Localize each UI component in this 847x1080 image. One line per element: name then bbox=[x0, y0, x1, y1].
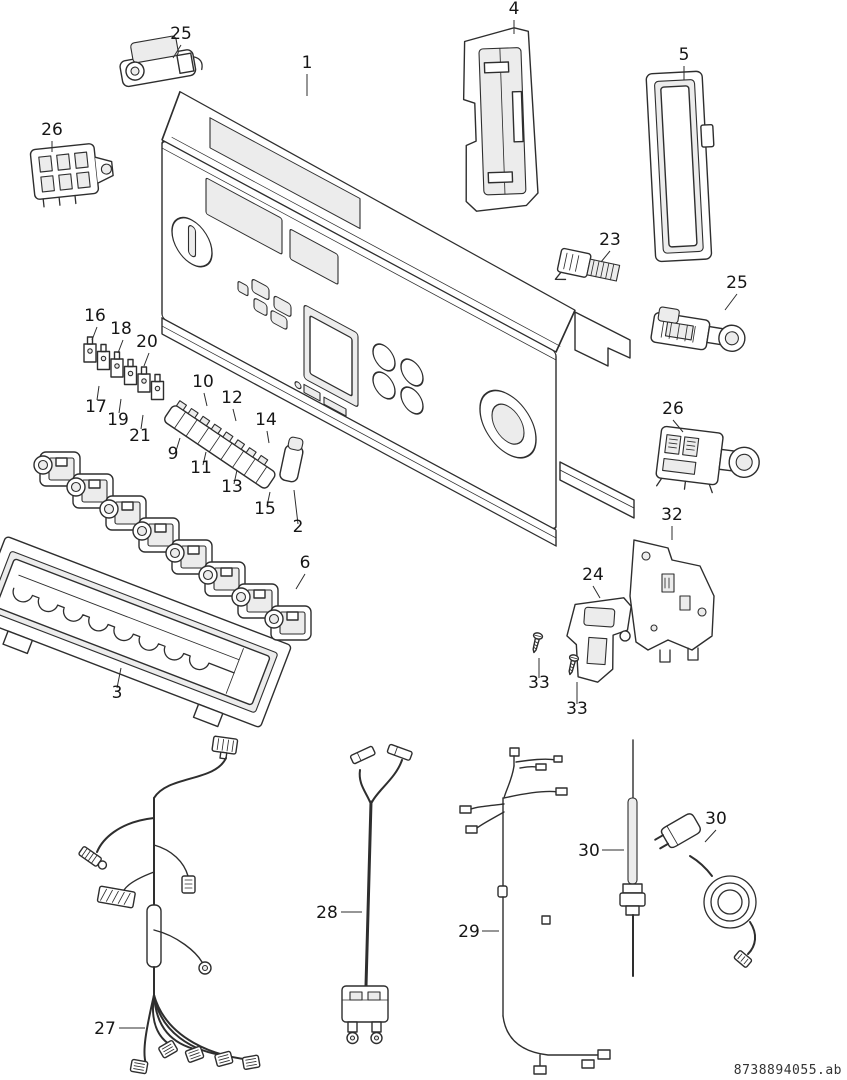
part-1-control-panel bbox=[161, 90, 635, 547]
callout-6: 6 bbox=[300, 553, 311, 573]
callout-5: 5 bbox=[679, 45, 690, 65]
part-25-clip-right bbox=[650, 306, 746, 352]
part-26-connector-left bbox=[29, 143, 114, 208]
part-connector-strip bbox=[164, 400, 276, 489]
callout-32: 32 bbox=[661, 505, 683, 525]
callout-1: 1 bbox=[302, 53, 313, 73]
callout-16: 16 bbox=[84, 306, 106, 326]
callout-26-left: 26 bbox=[41, 120, 63, 140]
part-30-temperature-sensor bbox=[619, 739, 646, 977]
callout-18: 18 bbox=[110, 319, 132, 339]
leader-lines bbox=[51, 20, 738, 1029]
callout-30-sensor: 30 bbox=[578, 841, 600, 861]
callout-20: 20 bbox=[136, 332, 158, 352]
part-25-clip-top-left bbox=[119, 35, 203, 88]
part-30-power-cord bbox=[654, 813, 757, 968]
part-4-mounting-bracket bbox=[462, 27, 539, 212]
chassis-rail-lower bbox=[559, 461, 635, 519]
part-24-bracket bbox=[566, 597, 632, 683]
part-3-cable-tray bbox=[0, 536, 292, 728]
callout-25-top-left: 25 bbox=[170, 24, 192, 44]
callout-25-right: 25 bbox=[726, 273, 748, 293]
reference-code: 8738894055.ab bbox=[734, 1063, 842, 1078]
callout-2: 2 bbox=[293, 517, 304, 537]
ground-electrode bbox=[78, 846, 108, 870]
chassis-rail-upper bbox=[574, 311, 631, 367]
part-5-side-panel bbox=[645, 70, 715, 263]
callout-26-right: 26 bbox=[662, 399, 684, 419]
callout-33-a: 33 bbox=[528, 673, 550, 693]
callout-14: 14 bbox=[255, 410, 277, 430]
part-26-connector-right bbox=[655, 425, 760, 494]
harness-label bbox=[96, 885, 136, 909]
callout-29: 29 bbox=[458, 922, 480, 942]
callout-30-cord: 30 bbox=[705, 809, 727, 829]
callout-13: 13 bbox=[221, 477, 243, 497]
callouts: 25 4 5 1 26 23 25 16 18 20 17 19 21 10 1… bbox=[41, 0, 748, 1039]
part-27-wiring-harness bbox=[78, 735, 261, 1075]
part-23-clip bbox=[554, 247, 621, 282]
callout-17: 17 bbox=[85, 397, 107, 417]
callout-15: 15 bbox=[254, 499, 276, 519]
callout-19: 19 bbox=[107, 410, 129, 430]
callout-3: 3 bbox=[112, 683, 123, 703]
callout-33-b: 33 bbox=[566, 699, 588, 719]
callout-24: 24 bbox=[582, 565, 604, 585]
callout-10: 10 bbox=[192, 372, 214, 392]
part-29-harness bbox=[459, 747, 611, 1075]
callout-9: 9 bbox=[168, 444, 179, 464]
part-33-screw-1 bbox=[528, 631, 544, 655]
callout-4: 4 bbox=[509, 0, 520, 19]
callout-11: 11 bbox=[190, 458, 212, 478]
part-32-mounting-plate bbox=[629, 539, 715, 663]
callout-27: 27 bbox=[94, 1019, 116, 1039]
callout-12: 12 bbox=[221, 388, 243, 408]
callout-23: 23 bbox=[599, 230, 621, 250]
callout-28: 28 bbox=[316, 903, 338, 923]
part-2-cap bbox=[279, 436, 304, 483]
part-28-cable bbox=[341, 743, 413, 1045]
callout-21: 21 bbox=[129, 426, 151, 446]
